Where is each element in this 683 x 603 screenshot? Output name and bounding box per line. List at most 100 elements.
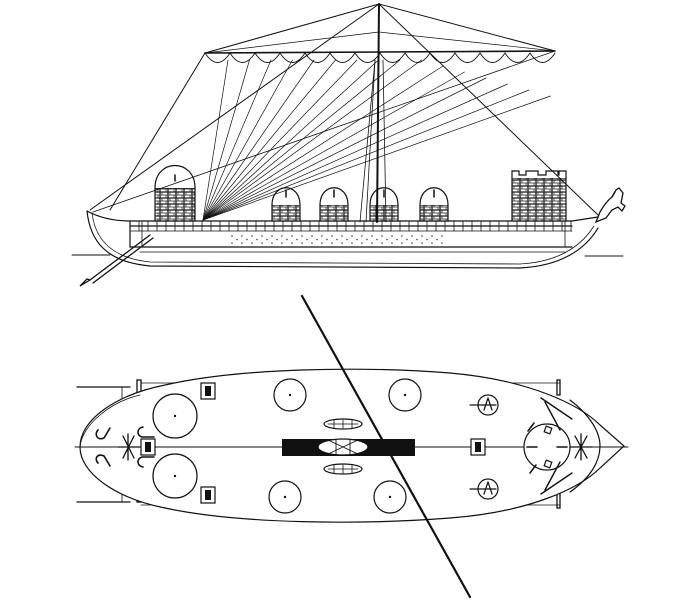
deck-circle-center bbox=[283, 495, 287, 499]
turret-base bbox=[369, 204, 399, 222]
oar-port bbox=[311, 242, 313, 244]
rigging-lines bbox=[202, 59, 551, 221]
oar-port bbox=[411, 235, 413, 237]
oar-port bbox=[376, 238, 378, 241]
deck-circle bbox=[373, 480, 407, 514]
deck-railing bbox=[129, 220, 572, 232]
yard-diagonal bbox=[300, 294, 472, 599]
hatch-opening bbox=[145, 442, 151, 452]
oar-port bbox=[261, 235, 263, 237]
oar-port bbox=[356, 238, 358, 241]
oar-port bbox=[361, 235, 363, 237]
star-icon bbox=[569, 433, 593, 461]
sail-festoon bbox=[379, 52, 406, 63]
side-view bbox=[71, 3, 626, 287]
oar-port bbox=[406, 238, 408, 241]
oar-port bbox=[371, 242, 373, 244]
anchor-icon bbox=[526, 422, 568, 474]
rigging-line bbox=[202, 59, 336, 221]
rigging-line bbox=[202, 59, 379, 221]
capstan-icon bbox=[469, 394, 499, 500]
oar-port bbox=[241, 235, 243, 237]
rigging-line bbox=[202, 59, 293, 221]
oar-port bbox=[286, 238, 288, 241]
sail-yard bbox=[204, 50, 556, 63]
hatch-opening bbox=[205, 490, 211, 500]
hatch-opening bbox=[205, 386, 211, 396]
rigging-line bbox=[202, 83, 508, 221]
rigging-line bbox=[202, 59, 358, 221]
boat-icon bbox=[323, 418, 363, 430]
oar-port bbox=[241, 242, 243, 244]
plan-view bbox=[74, 294, 629, 599]
sail-festoon bbox=[479, 52, 506, 63]
hatch bbox=[200, 486, 216, 504]
deck-circle bbox=[273, 378, 307, 412]
oar-port bbox=[351, 235, 353, 237]
oar-port bbox=[366, 238, 368, 241]
oar-port bbox=[266, 238, 268, 241]
rigging-line bbox=[202, 59, 229, 221]
oar-port bbox=[231, 235, 233, 237]
hatch bbox=[470, 438, 486, 456]
sail-festoon bbox=[504, 52, 531, 63]
oar-port bbox=[391, 242, 393, 244]
sail-festoon bbox=[429, 52, 456, 63]
sail-festoon bbox=[529, 52, 556, 63]
star-icon bbox=[117, 433, 141, 461]
oar-port bbox=[281, 242, 283, 244]
rigging-line bbox=[202, 65, 444, 221]
hatch bbox=[140, 438, 156, 456]
turret-base bbox=[419, 204, 449, 222]
oar-port bbox=[301, 235, 303, 237]
oar-port bbox=[411, 242, 413, 244]
oar-port bbox=[261, 242, 263, 244]
oar-port bbox=[316, 238, 318, 241]
rigging-line bbox=[202, 71, 465, 221]
deck-circle-center bbox=[173, 414, 177, 418]
turret bbox=[419, 187, 449, 222]
oar-port bbox=[321, 235, 323, 237]
oar-port bbox=[401, 235, 403, 237]
turret-base bbox=[271, 204, 301, 222]
turret-base bbox=[319, 204, 349, 222]
oar-port bbox=[436, 238, 438, 241]
sail-festoon bbox=[404, 52, 431, 63]
deck-circle bbox=[268, 480, 302, 514]
oar-port bbox=[386, 238, 388, 241]
oar-port bbox=[311, 235, 313, 237]
oar-port bbox=[361, 242, 363, 244]
turret bbox=[369, 187, 399, 222]
oar-port bbox=[271, 235, 273, 237]
oar-port bbox=[371, 235, 373, 237]
oar-port bbox=[336, 238, 338, 241]
oar-port bbox=[416, 238, 418, 241]
hatch bbox=[200, 382, 216, 400]
oar-port bbox=[251, 242, 253, 244]
oar-port bbox=[281, 235, 283, 237]
oar-port bbox=[246, 238, 248, 241]
oar-port bbox=[431, 235, 433, 237]
deck-circle-center bbox=[403, 393, 407, 397]
rigging-line bbox=[202, 95, 551, 221]
oar-port bbox=[306, 238, 308, 241]
deck-circle bbox=[152, 393, 198, 439]
horse-figurehead-icon bbox=[594, 187, 626, 224]
boat-icon bbox=[323, 463, 363, 475]
boat-icon bbox=[317, 438, 369, 456]
oar-port bbox=[341, 242, 343, 244]
oar-port bbox=[301, 242, 303, 244]
oar-port bbox=[256, 238, 258, 241]
oar-port bbox=[276, 238, 278, 241]
oar-port bbox=[251, 235, 253, 237]
oar-port bbox=[351, 242, 353, 244]
oar-port bbox=[396, 238, 398, 241]
oar-port bbox=[236, 238, 238, 241]
deck-circle-center bbox=[388, 495, 392, 499]
oar-port bbox=[341, 235, 343, 237]
oar-port bbox=[401, 242, 403, 244]
oar-port bbox=[441, 242, 443, 244]
steering-oar bbox=[79, 234, 154, 287]
sail-festoon bbox=[329, 52, 356, 63]
